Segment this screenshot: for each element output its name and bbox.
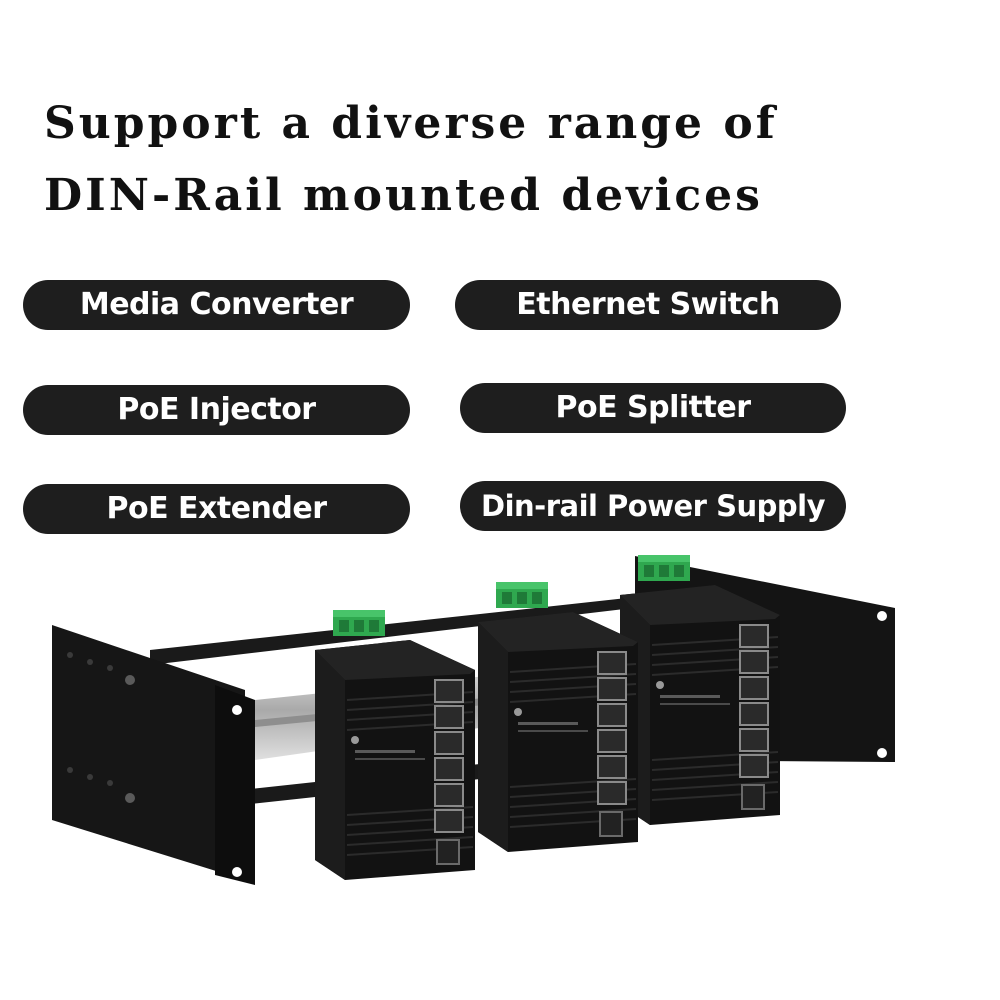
device-pill-poe-extender: PoE Extender <box>23 484 410 534</box>
device-pill-media-converter: Media Converter <box>23 280 410 330</box>
device-pill-din-rail-power-supply: Din-rail Power Supply <box>460 481 846 531</box>
headline: Support a diverse range of DIN-Rail moun… <box>44 88 944 232</box>
headline-line-2: DIN-Rail mounted devices <box>44 170 763 221</box>
device-pill-poe-injector: PoE Injector <box>23 385 410 435</box>
headline-line-1: Support a diverse range of <box>44 98 778 149</box>
device-pill-ethernet-switch: Ethernet Switch <box>455 280 841 330</box>
device-pill-poe-splitter: PoE Splitter <box>460 383 846 433</box>
rack-mount-product-photo <box>52 554 895 885</box>
